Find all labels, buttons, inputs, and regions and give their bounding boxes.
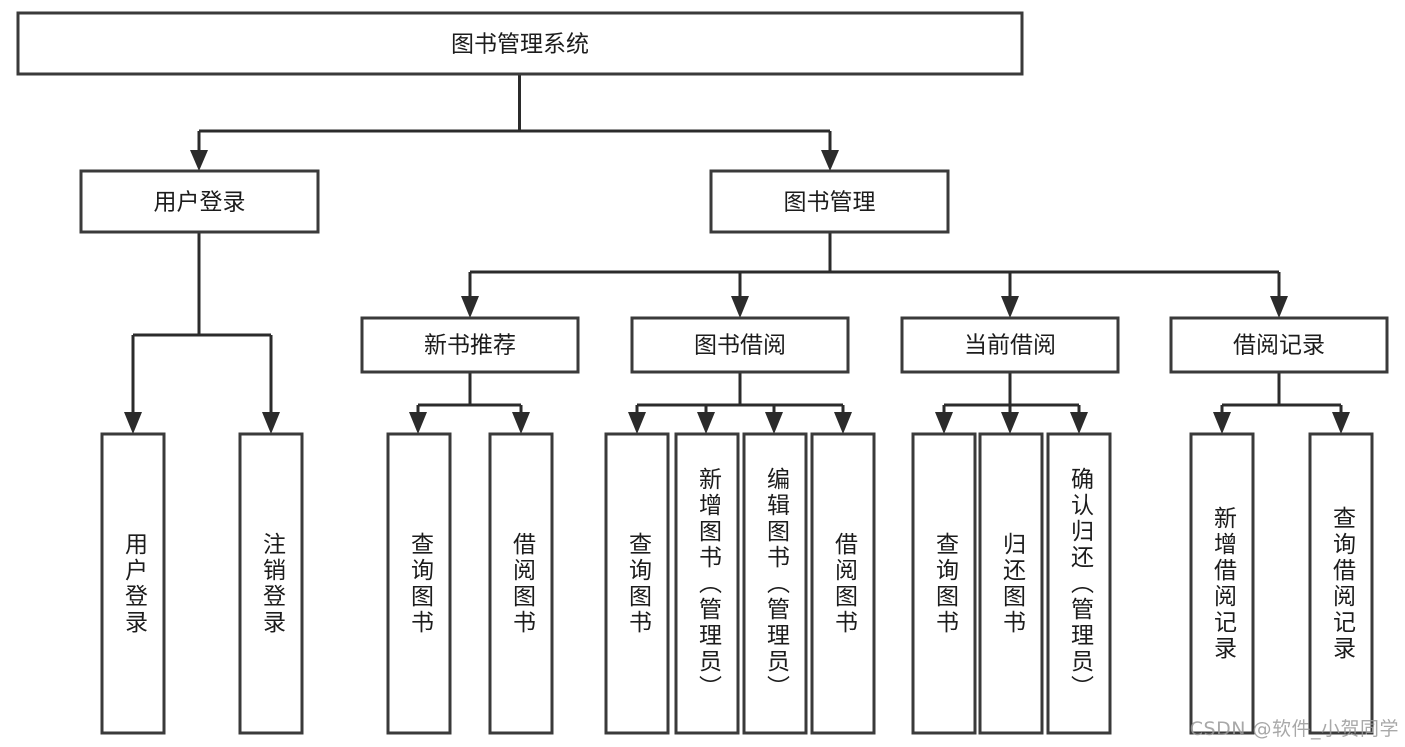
arrow-root-to-book-manage — [821, 150, 839, 171]
leaf-box-query-book-3[interactable] — [911, 432, 977, 735]
arrow-book-manage-child-2 — [731, 296, 749, 318]
node-user-login-label: 用户登录 — [154, 190, 246, 216]
node-new-book-recommend-box[interactable] — [360, 316, 580, 374]
leaf-box-logout[interactable] — [238, 432, 304, 735]
connector-group-current-borrow — [935, 372, 1088, 434]
csdn-watermark: CSDN @软件_小贺同学 — [1189, 718, 1399, 740]
node-root-label: 图书管理系统 — [451, 32, 589, 58]
arrow-cb-leaf-2 — [1001, 412, 1019, 434]
node-new-book-recommend[interactable]: 新书推荐 — [360, 316, 580, 374]
node-book-manage-label: 图书管理 — [784, 190, 876, 216]
node-book-manage[interactable]: 图书管理 — [709, 169, 950, 234]
leaf-box-edit-book[interactable] — [742, 432, 808, 735]
connector-group-root — [190, 74, 839, 171]
connector-group-book-borrow — [628, 372, 852, 434]
connector-group-new-book-recommend — [409, 372, 530, 434]
leaf-box-query-book-2[interactable] — [604, 432, 670, 735]
node-borrow-record-box[interactable] — [1169, 316, 1389, 374]
node-borrow-record-label: 借阅记录 — [1233, 333, 1325, 359]
arrow-book-manage-child-4 — [1270, 296, 1288, 318]
node-current-borrow-label: 当前借阅 — [964, 333, 1056, 359]
connector-group-book-manage — [461, 232, 1288, 318]
arrow-user-login-leaf-2 — [262, 412, 280, 434]
leaf-box-confirm-return[interactable] — [1046, 432, 1112, 735]
node-root-box[interactable] — [16, 11, 1024, 76]
arrow-root-to-user-login — [190, 150, 208, 171]
connector-group-borrow-record — [1213, 372, 1350, 434]
arrow-bb-leaf-3 — [765, 412, 783, 434]
node-book-borrow[interactable]: 图书借阅 — [630, 316, 850, 374]
connector-group-user-login — [124, 232, 280, 434]
arrow-book-manage-child-1 — [461, 296, 479, 318]
arrow-bb-leaf-1 — [628, 412, 646, 434]
arrow-bb-leaf-4 — [834, 412, 852, 434]
leaf-box-query-record[interactable] — [1308, 432, 1374, 735]
arrow-cb-leaf-3 — [1070, 412, 1088, 434]
arrow-nbr-leaf-2 — [512, 412, 530, 434]
node-current-borrow[interactable]: 当前借阅 — [900, 316, 1120, 374]
arrow-bb-leaf-2 — [697, 412, 715, 434]
arrow-nbr-leaf-1 — [409, 412, 427, 434]
node-user-login[interactable]: 用户登录 — [79, 169, 320, 234]
node-book-manage-box[interactable] — [709, 169, 950, 234]
arrow-user-login-leaf-1 — [124, 412, 142, 434]
arrow-br-leaf-2 — [1332, 412, 1350, 434]
arrow-book-manage-child-3 — [1001, 296, 1019, 318]
leaf-box-return-book[interactable] — [978, 432, 1044, 735]
node-borrow-record[interactable]: 借阅记录 — [1169, 316, 1389, 374]
node-new-book-recommend-label: 新书推荐 — [424, 333, 516, 359]
node-user-login-box[interactable] — [79, 169, 320, 234]
leaf-box-add-record[interactable] — [1189, 432, 1255, 735]
node-current-borrow-box[interactable] — [900, 316, 1120, 374]
arrow-cb-leaf-1 — [935, 412, 953, 434]
leaf-box-query-book-1[interactable] — [386, 432, 452, 735]
leaf-box-borrow-book-1[interactable] — [488, 432, 554, 735]
leaf-box-borrow-book-2[interactable] — [810, 432, 876, 735]
leaf-box-user-login[interactable] — [100, 432, 166, 735]
leaf-box-add-book[interactable] — [674, 432, 740, 735]
node-root[interactable]: 图书管理系统 — [16, 11, 1024, 76]
node-book-borrow-label: 图书借阅 — [694, 333, 786, 359]
arrow-br-leaf-1 — [1213, 412, 1231, 434]
node-book-borrow-box[interactable] — [630, 316, 850, 374]
